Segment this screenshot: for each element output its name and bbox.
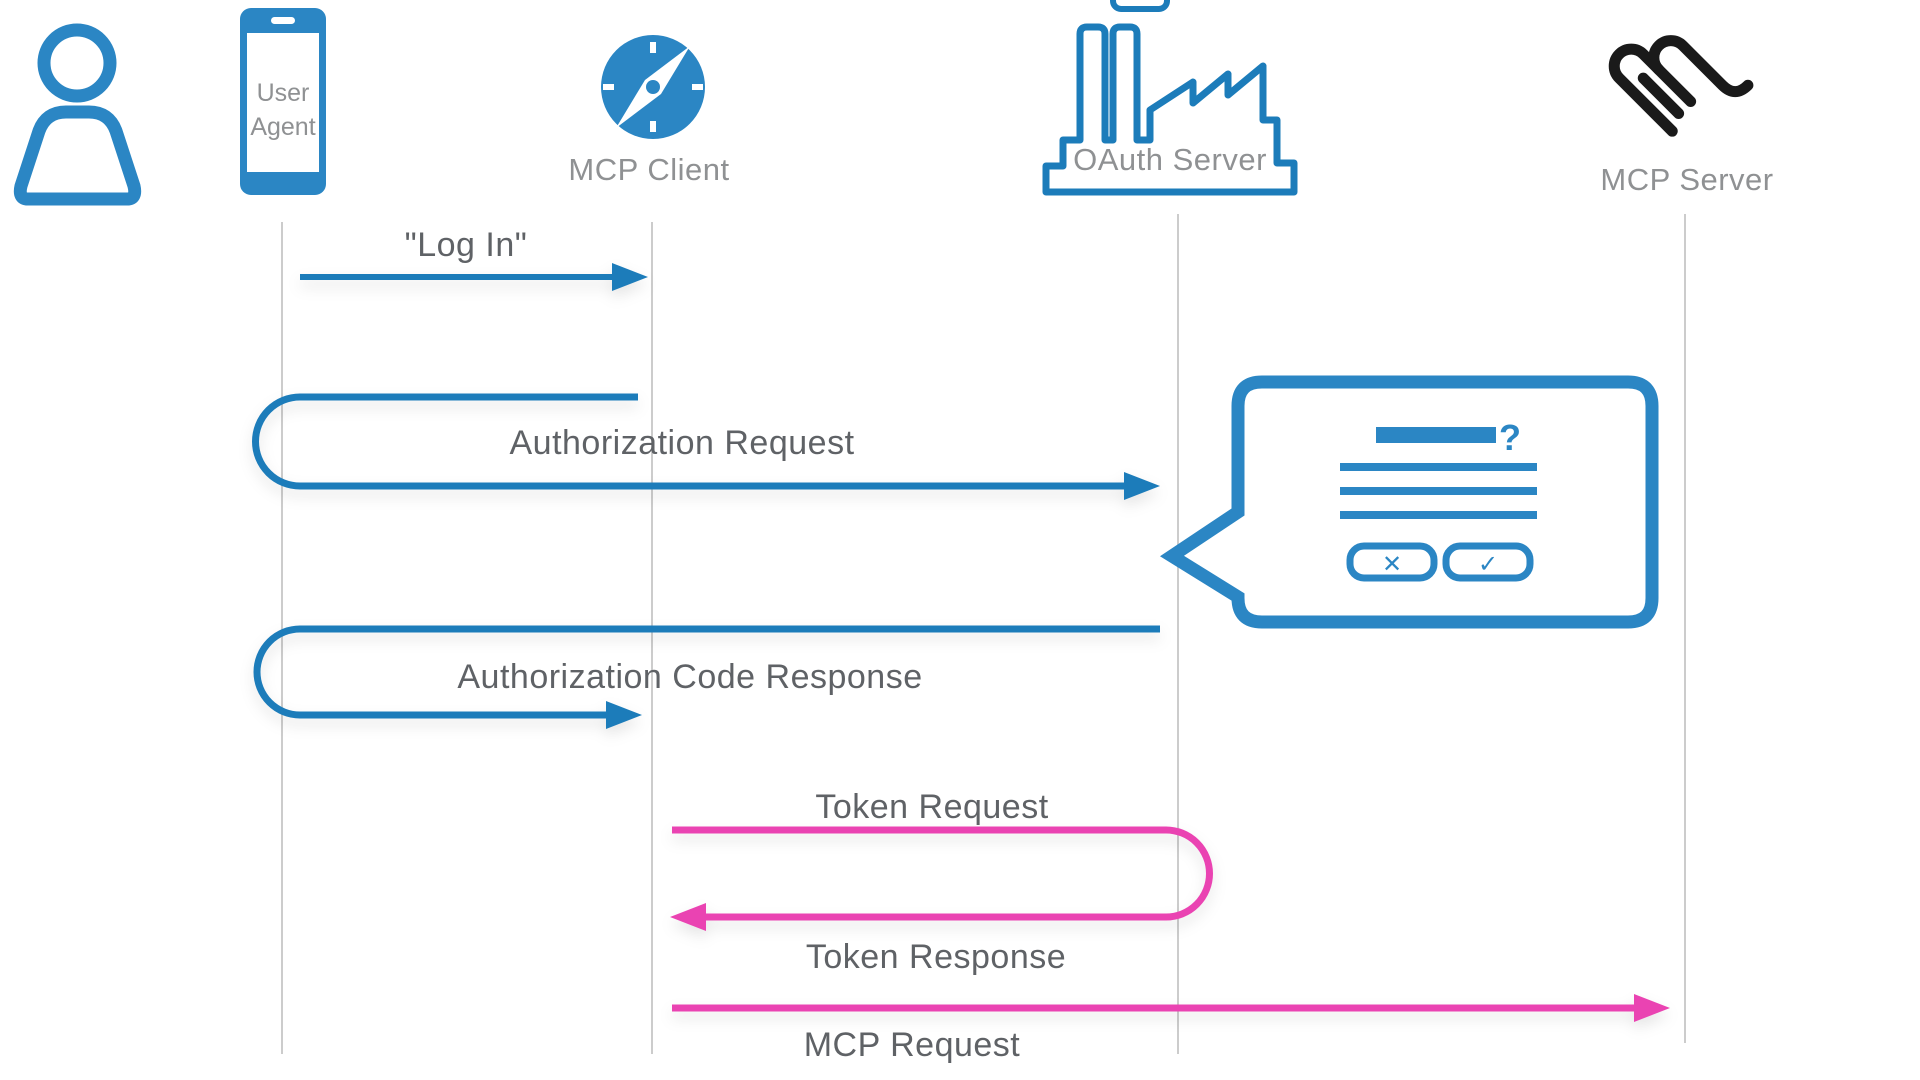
message-label-authorization-request: Authorization Request bbox=[509, 424, 855, 462]
actor-label-mcp-server: MCP Server bbox=[1600, 162, 1774, 197]
message-arrow-authorization-code-response bbox=[253, 625, 1160, 729]
consent-dialog-bubble: ? ✕ ✓ bbox=[1159, 375, 1659, 629]
message-arrow-authorization-request bbox=[252, 393, 1160, 500]
compass-icon bbox=[601, 35, 705, 139]
lifeline-mcp-client bbox=[651, 222, 653, 1054]
dialog-text-line bbox=[1340, 463, 1537, 471]
cropped-top-icon bbox=[1110, 0, 1170, 12]
dialog-confirm-button: ✓ bbox=[1442, 542, 1534, 582]
message-arrow-mcp-request bbox=[672, 994, 1670, 1022]
dialog-text-line bbox=[1340, 511, 1537, 519]
message-label-mcp-request: MCP Request bbox=[803, 1026, 1021, 1064]
smartphone-icon bbox=[240, 8, 326, 195]
message-arrow-login bbox=[300, 263, 648, 291]
lifeline-user-agent bbox=[281, 222, 283, 1054]
mcp-logo-icon bbox=[1608, 35, 1754, 137]
lifeline-oauth-server bbox=[1177, 214, 1179, 1054]
cancel-x-icon: ✕ bbox=[1382, 551, 1402, 578]
dialog-question-mark: ? bbox=[1499, 417, 1521, 458]
lifeline-mcp-server bbox=[1684, 214, 1686, 1043]
actor-label-mcp-client: MCP Client bbox=[568, 152, 730, 187]
actor-label-user-agent: User Agent bbox=[250, 79, 316, 141]
message-label-token-response: Token Response bbox=[805, 938, 1067, 976]
message-arrow-token-request bbox=[670, 826, 1213, 931]
dialog-cancel-button: ✕ bbox=[1346, 542, 1438, 582]
confirm-check-icon: ✓ bbox=[1478, 551, 1498, 578]
dialog-title-bar bbox=[1376, 427, 1496, 443]
person-icon bbox=[13, 23, 142, 206]
message-label-login: "Log In" bbox=[404, 226, 528, 264]
factory-icon bbox=[1042, 23, 1298, 196]
message-label-token-request: Token Request bbox=[815, 788, 1049, 826]
message-label-authorization-code-response: Authorization Code Response bbox=[457, 658, 923, 696]
dialog-text-line bbox=[1340, 487, 1537, 495]
actor-label-oauth-server: OAuth Server bbox=[1073, 142, 1267, 177]
